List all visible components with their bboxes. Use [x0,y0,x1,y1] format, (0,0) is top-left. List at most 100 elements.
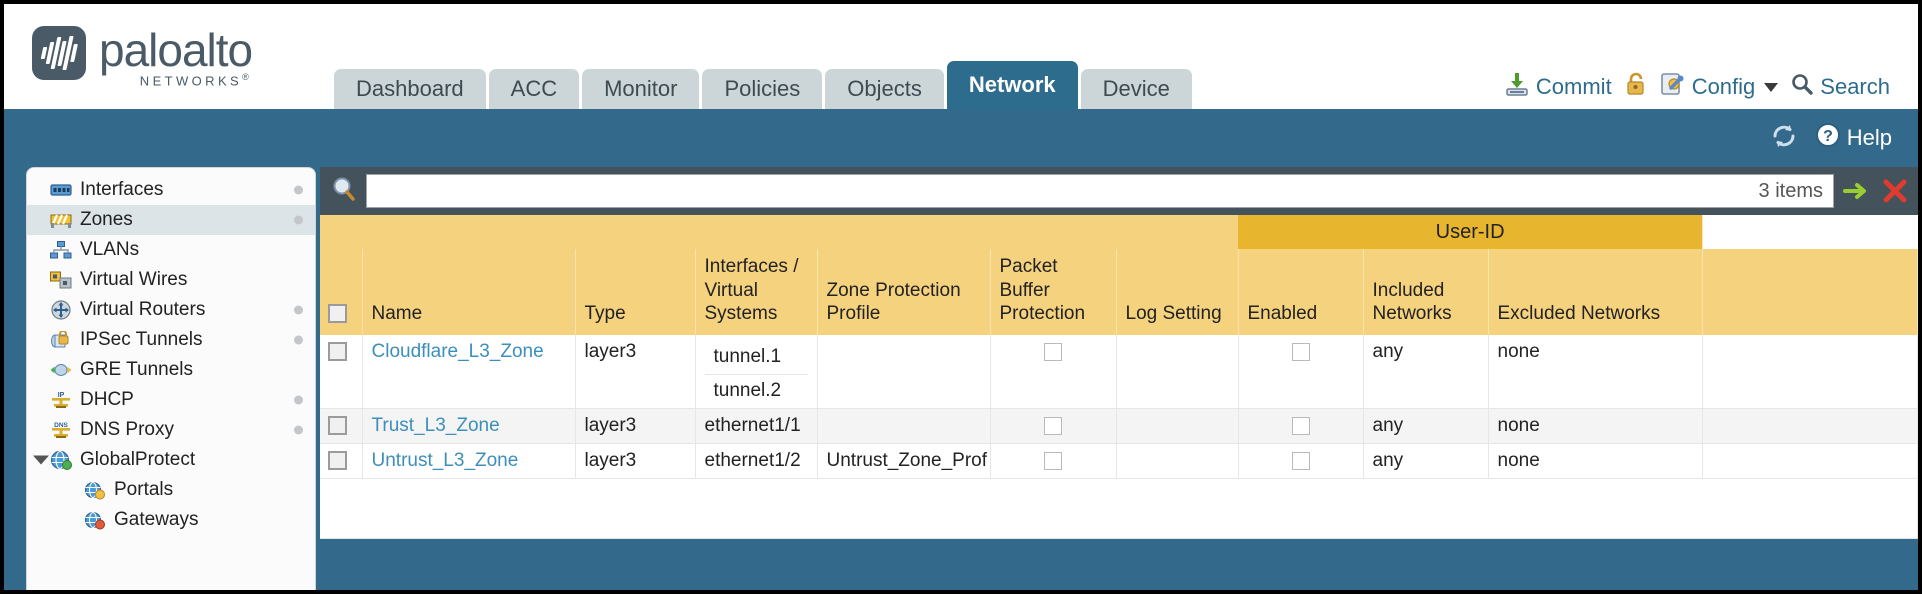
page-body: Interfaces Zones [4,167,1918,590]
cell-type: layer3 [575,408,696,444]
brand-logo: paloalto NETWORKS® [32,26,253,88]
main-content: 3 items [320,167,1918,590]
col-header-log-setting[interactable]: Log Setting [1116,249,1239,335]
row-checkbox[interactable] [328,342,347,362]
packet-buffer-protection-checkbox[interactable] [1044,451,1062,470]
sidebar-item-interfaces[interactable]: Interfaces [27,175,315,205]
search-input-wrapper[interactable]: 3 items [366,174,1834,208]
help-button[interactable]: ? Help [1815,122,1892,154]
col-header-enabled[interactable]: Enabled [1238,249,1364,335]
sidebar-item-virtual-routers[interactable]: Virtual Routers [27,295,315,325]
sidebar-item-virtual-wires[interactable]: Virtual Wires [27,265,315,295]
sidebar-item-dhcp[interactable]: IP DHCP [27,385,315,415]
col-header-name[interactable]: Name [362,249,576,335]
sidebar-label-interfaces: Interfaces [80,179,164,200]
cell-packet-buffer-protection[interactable] [990,334,1117,409]
tab-policies[interactable]: Policies [702,69,823,109]
sidebar-item-dns-proxy[interactable]: DNS DNS Proxy [27,415,315,445]
row-select-cell[interactable] [320,443,363,479]
col-header-packet-buffer-protection[interactable]: Packet Buffer Protection [990,249,1117,335]
tab-objects[interactable]: Objects [825,69,944,109]
cell-packet-buffer-protection[interactable] [990,408,1117,444]
svg-text:DNS: DNS [54,422,68,429]
row-select-cell[interactable] [320,334,363,409]
sidebar-item-zones[interactable]: Zones [27,205,315,235]
table-empty-space [320,478,1918,539]
sidebar-item-portals[interactable]: Portals [27,475,315,505]
dhcp-icon: IP [49,390,73,410]
group-spacer-left [362,215,1238,250]
sidebar-item-gre-tunnels[interactable]: GRE Tunnels [27,355,315,385]
clear-filter-icon[interactable] [1880,176,1910,206]
row-checkbox[interactable] [328,451,347,471]
column-header-row: Name Type Interfaces / Virtual Systems Z… [320,249,1918,335]
brand-wordmark: paloalto NETWORKS® [99,26,253,88]
col-header-type[interactable]: Type [575,249,696,335]
sidebar-label-ipsec-tunnels: IPSec Tunnels [80,329,203,350]
cell-log-setting [1116,408,1239,444]
sidebar-label-gre-tunnels: GRE Tunnels [80,359,193,380]
cell-name[interactable]: Untrust_L3_Zone [362,443,576,479]
chevron-down-icon [1764,82,1779,92]
cell-name[interactable]: Cloudflare_L3_Zone [362,334,576,409]
select-all-checkbox[interactable] [328,304,347,324]
select-all-header[interactable] [320,249,363,335]
userid-enabled-checkbox[interactable] [1291,342,1310,361]
left-sidebar: Interfaces Zones [26,167,316,590]
cell-interfaces: tunnel.1 tunnel.2 [695,334,818,409]
cell-log-setting [1116,443,1239,479]
expand-collapse-icon[interactable] [33,455,49,465]
userid-enabled-checkbox[interactable] [1291,416,1310,435]
config-label: Config [1691,74,1756,99]
refresh-icon[interactable] [1769,123,1799,154]
packet-buffer-protection-checkbox[interactable] [1044,342,1062,361]
zone-name-link[interactable]: Cloudflare_L3_Zone [371,340,544,362]
row-select-cell[interactable] [320,408,363,444]
group-spacer [320,215,362,250]
tab-monitor[interactable]: Monitor [582,69,700,109]
userid-enabled-checkbox[interactable] [1291,451,1310,470]
col-header-interfaces[interactable]: Interfaces / Virtual Systems [695,249,818,335]
table-row[interactable]: Cloudflare_L3_Zone layer3 tunnel.1 tunne… [320,334,1918,409]
table-body: Cloudflare_L3_Zone layer3 tunnel.1 tunne… [320,334,1918,539]
sidebar-label-globalprotect: GlobalProtect [80,449,196,470]
cell-name[interactable]: Trust_L3_Zone [362,408,576,444]
vlans-icon [49,240,73,260]
col-header-excluded-networks[interactable]: Excluded Networks [1488,249,1704,335]
apply-filter-icon[interactable] [1842,176,1872,206]
sidebar-item-gateways[interactable]: Gateways [27,505,315,535]
sidebar-item-ipsec-tunnels[interactable]: IPSec Tunnels [27,325,315,355]
sidebar-item-vlans[interactable]: VLANs [27,235,315,265]
tab-network[interactable]: Network [946,61,1078,109]
zone-name-link[interactable]: Untrust_L3_Zone [371,449,519,471]
cell-userid-enabled[interactable] [1238,334,1364,409]
table-head: User-ID Name Type Interfaces / Virtual S… [320,215,1918,335]
cell-userid-enabled[interactable] [1238,408,1364,444]
brand-tagline: NETWORKS® [99,72,252,88]
search-icon[interactable] [330,175,358,208]
search-button[interactable]: Search [1790,72,1890,102]
cell-packet-buffer-protection[interactable] [990,443,1117,479]
tab-device[interactable]: Device [1080,69,1192,109]
sidebar-label-virtual-routers: Virtual Routers [80,299,206,320]
tab-dashboard[interactable]: Dashboard [334,69,486,109]
svg-text:?: ? [1823,128,1833,145]
commit-button[interactable]: Commit [1504,71,1612,103]
cell-userid-enabled[interactable] [1238,443,1364,479]
group-header-row: User-ID [320,215,1918,250]
search-input[interactable] [377,180,1749,202]
packet-buffer-protection-checkbox[interactable] [1044,416,1062,435]
zone-name-link[interactable]: Trust_L3_Zone [371,414,500,436]
row-checkbox[interactable] [328,416,347,436]
col-header-included-networks[interactable]: Included Networks [1363,249,1489,335]
tab-acc[interactable]: ACC [488,69,580,109]
lock-button[interactable] [1624,71,1648,103]
dns-proxy-icon: DNS [49,420,73,440]
virtual-wires-icon [49,270,73,290]
sidebar-item-globalprotect[interactable]: GlobalProtect [27,445,315,475]
table-row[interactable]: Untrust_L3_Zone layer3 ethernet1/2 Untru… [320,443,1918,479]
col-header-zone-protection-profile[interactable]: Zone Protection Profile [817,249,991,335]
config-dropdown[interactable]: Config [1660,71,1779,103]
table-row[interactable]: Trust_L3_Zone layer3 ethernet1/1 any [320,408,1918,444]
main-nav-tabs[interactable]: Dashboard ACC Monitor Policies Objects N… [334,61,1192,109]
